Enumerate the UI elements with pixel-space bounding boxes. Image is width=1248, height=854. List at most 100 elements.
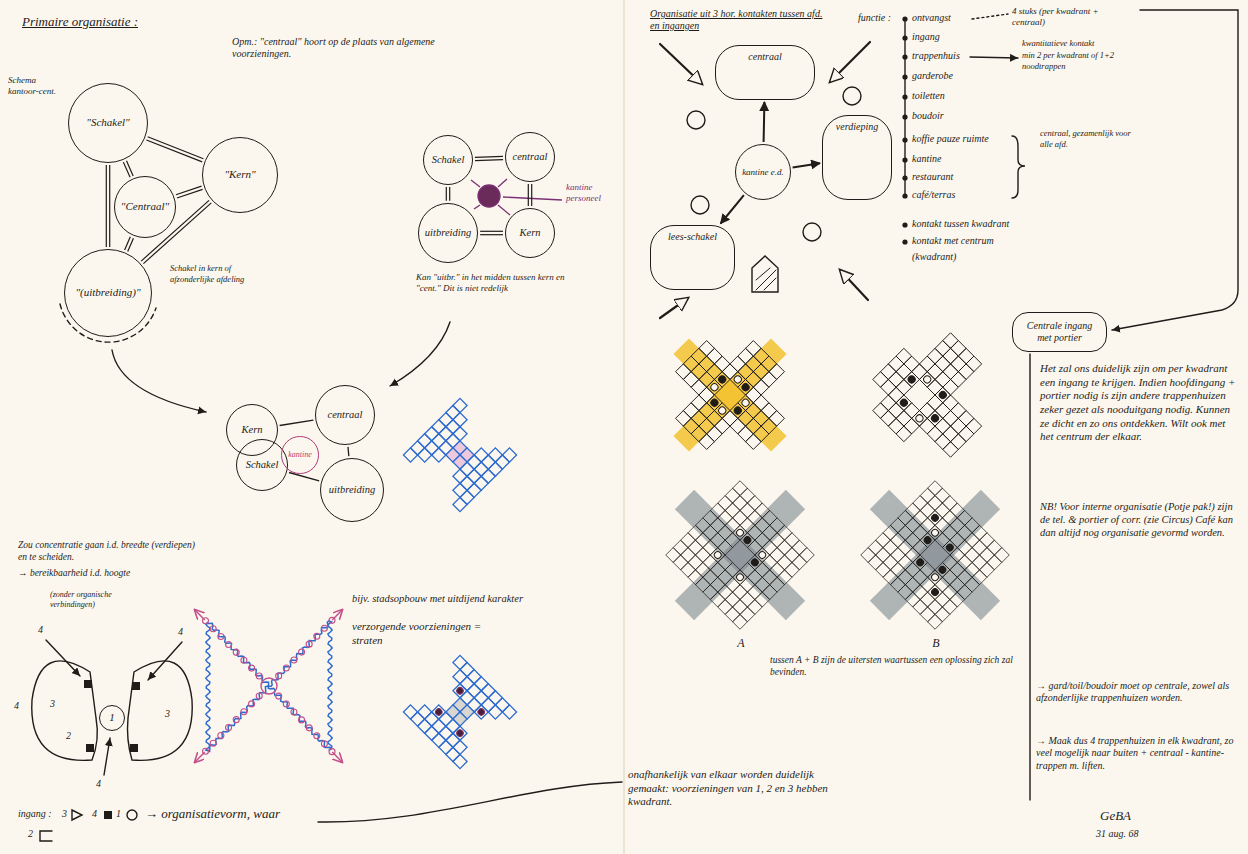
grid-cell — [958, 364, 974, 380]
bullet — [902, 239, 907, 244]
grid-cell — [942, 540, 957, 555]
node-label: uitbreiding — [329, 484, 375, 497]
stair-dot — [741, 382, 751, 392]
grid-cell — [710, 503, 725, 518]
grid-cell — [699, 434, 715, 450]
double-link — [123, 161, 133, 178]
grid-cell — [733, 481, 748, 496]
grid-cell — [876, 562, 891, 577]
grid-sketch — [629, 444, 851, 666]
link-line — [721, 195, 744, 223]
note-text: garderobe — [912, 70, 1032, 82]
double-link — [146, 137, 203, 162]
pink-centre — [261, 678, 277, 694]
grid-cell — [740, 503, 755, 518]
grid-cell — [676, 411, 692, 427]
grid-cell — [747, 600, 762, 615]
stair-dot — [914, 413, 924, 423]
note-text: kontakt met centrum — [912, 235, 1032, 247]
link-line — [176, 186, 202, 195]
note-text: functie : — [858, 12, 904, 24]
pink-dot — [210, 740, 216, 746]
double-link — [289, 473, 319, 481]
pink-dot — [314, 633, 320, 639]
node-label: Schakel — [432, 154, 465, 167]
callout-number: 2 — [66, 730, 78, 742]
link-line — [280, 420, 314, 425]
grid-cell — [453, 469, 467, 483]
street-band — [673, 338, 786, 451]
grid-cell — [481, 684, 495, 698]
grid-cell — [928, 600, 943, 615]
stair-dot — [717, 374, 727, 384]
grid-cell — [958, 348, 974, 364]
stair-symbol — [86, 744, 94, 752]
grid-cell — [710, 533, 725, 548]
canteen-spoke — [474, 205, 480, 209]
canteen-spoke — [498, 205, 510, 215]
grid-cell — [733, 510, 748, 525]
pink-dot — [233, 649, 239, 655]
grid-cell — [733, 496, 748, 511]
grid-cell — [453, 413, 467, 427]
bullet — [902, 94, 907, 99]
grid-cell — [710, 592, 725, 607]
street-band — [870, 490, 1000, 620]
double-link — [106, 165, 109, 247]
grid-cell — [753, 348, 769, 364]
stair-dot — [945, 543, 955, 553]
stair-dot — [930, 528, 940, 538]
grid-cell — [950, 562, 965, 577]
entrance-arrow — [148, 642, 182, 680]
stair-symbol — [691, 196, 709, 214]
grid-cell — [777, 570, 792, 585]
grid-cell — [691, 395, 707, 411]
callout-number: 2 — [28, 828, 40, 840]
note-text: Zou concentratie gaan i.d. breedte (verd… — [18, 540, 196, 564]
link-line — [123, 162, 130, 177]
callout-number: 4 — [38, 624, 50, 636]
street-band — [675, 490, 805, 620]
stair-dot — [733, 374, 743, 384]
bubble-node: Schakel — [236, 439, 288, 491]
grid-cell — [943, 426, 959, 442]
bubble-node: 1 — [99, 705, 125, 731]
growth-arrow — [195, 752, 205, 762]
note-text: restaurant — [912, 171, 1032, 183]
grid-cell — [439, 740, 453, 754]
callout-number: 4 — [96, 778, 108, 790]
grid-cell — [714, 418, 730, 434]
double-link — [475, 156, 503, 160]
grid-cell — [965, 518, 980, 533]
entrance-arrow — [840, 270, 868, 300]
stair-dot — [922, 374, 932, 384]
grid-cell — [710, 562, 725, 577]
bullet — [902, 74, 907, 79]
grid-cell — [770, 577, 785, 592]
note-text: → bereikbaarheid i.d. hoogte — [18, 568, 138, 580]
bullet — [902, 193, 907, 198]
link-line — [289, 473, 319, 481]
growth-arrow — [332, 752, 342, 762]
pink-dot — [218, 732, 224, 738]
grid-cell — [688, 540, 703, 555]
grid-cell — [703, 585, 718, 600]
stair-symbol — [843, 87, 861, 105]
grid-cell — [474, 448, 488, 462]
grid-cell — [467, 670, 481, 684]
grid-cell — [943, 348, 959, 364]
grid-cell — [919, 372, 935, 388]
grid-cell — [411, 712, 425, 726]
note-text: centraal, gezamenlijk voor alle afd. — [1040, 128, 1135, 149]
bullet — [902, 222, 907, 227]
stair-symbol — [84, 680, 92, 688]
grid-cell — [942, 496, 957, 511]
grid-cell — [913, 496, 928, 511]
leader-line — [503, 197, 562, 200]
link-line — [146, 140, 202, 162]
grid-cell — [699, 356, 715, 372]
grid-cell — [718, 510, 733, 525]
link-line — [128, 238, 134, 251]
pink-dot — [256, 673, 262, 679]
stair-dot — [709, 382, 719, 392]
